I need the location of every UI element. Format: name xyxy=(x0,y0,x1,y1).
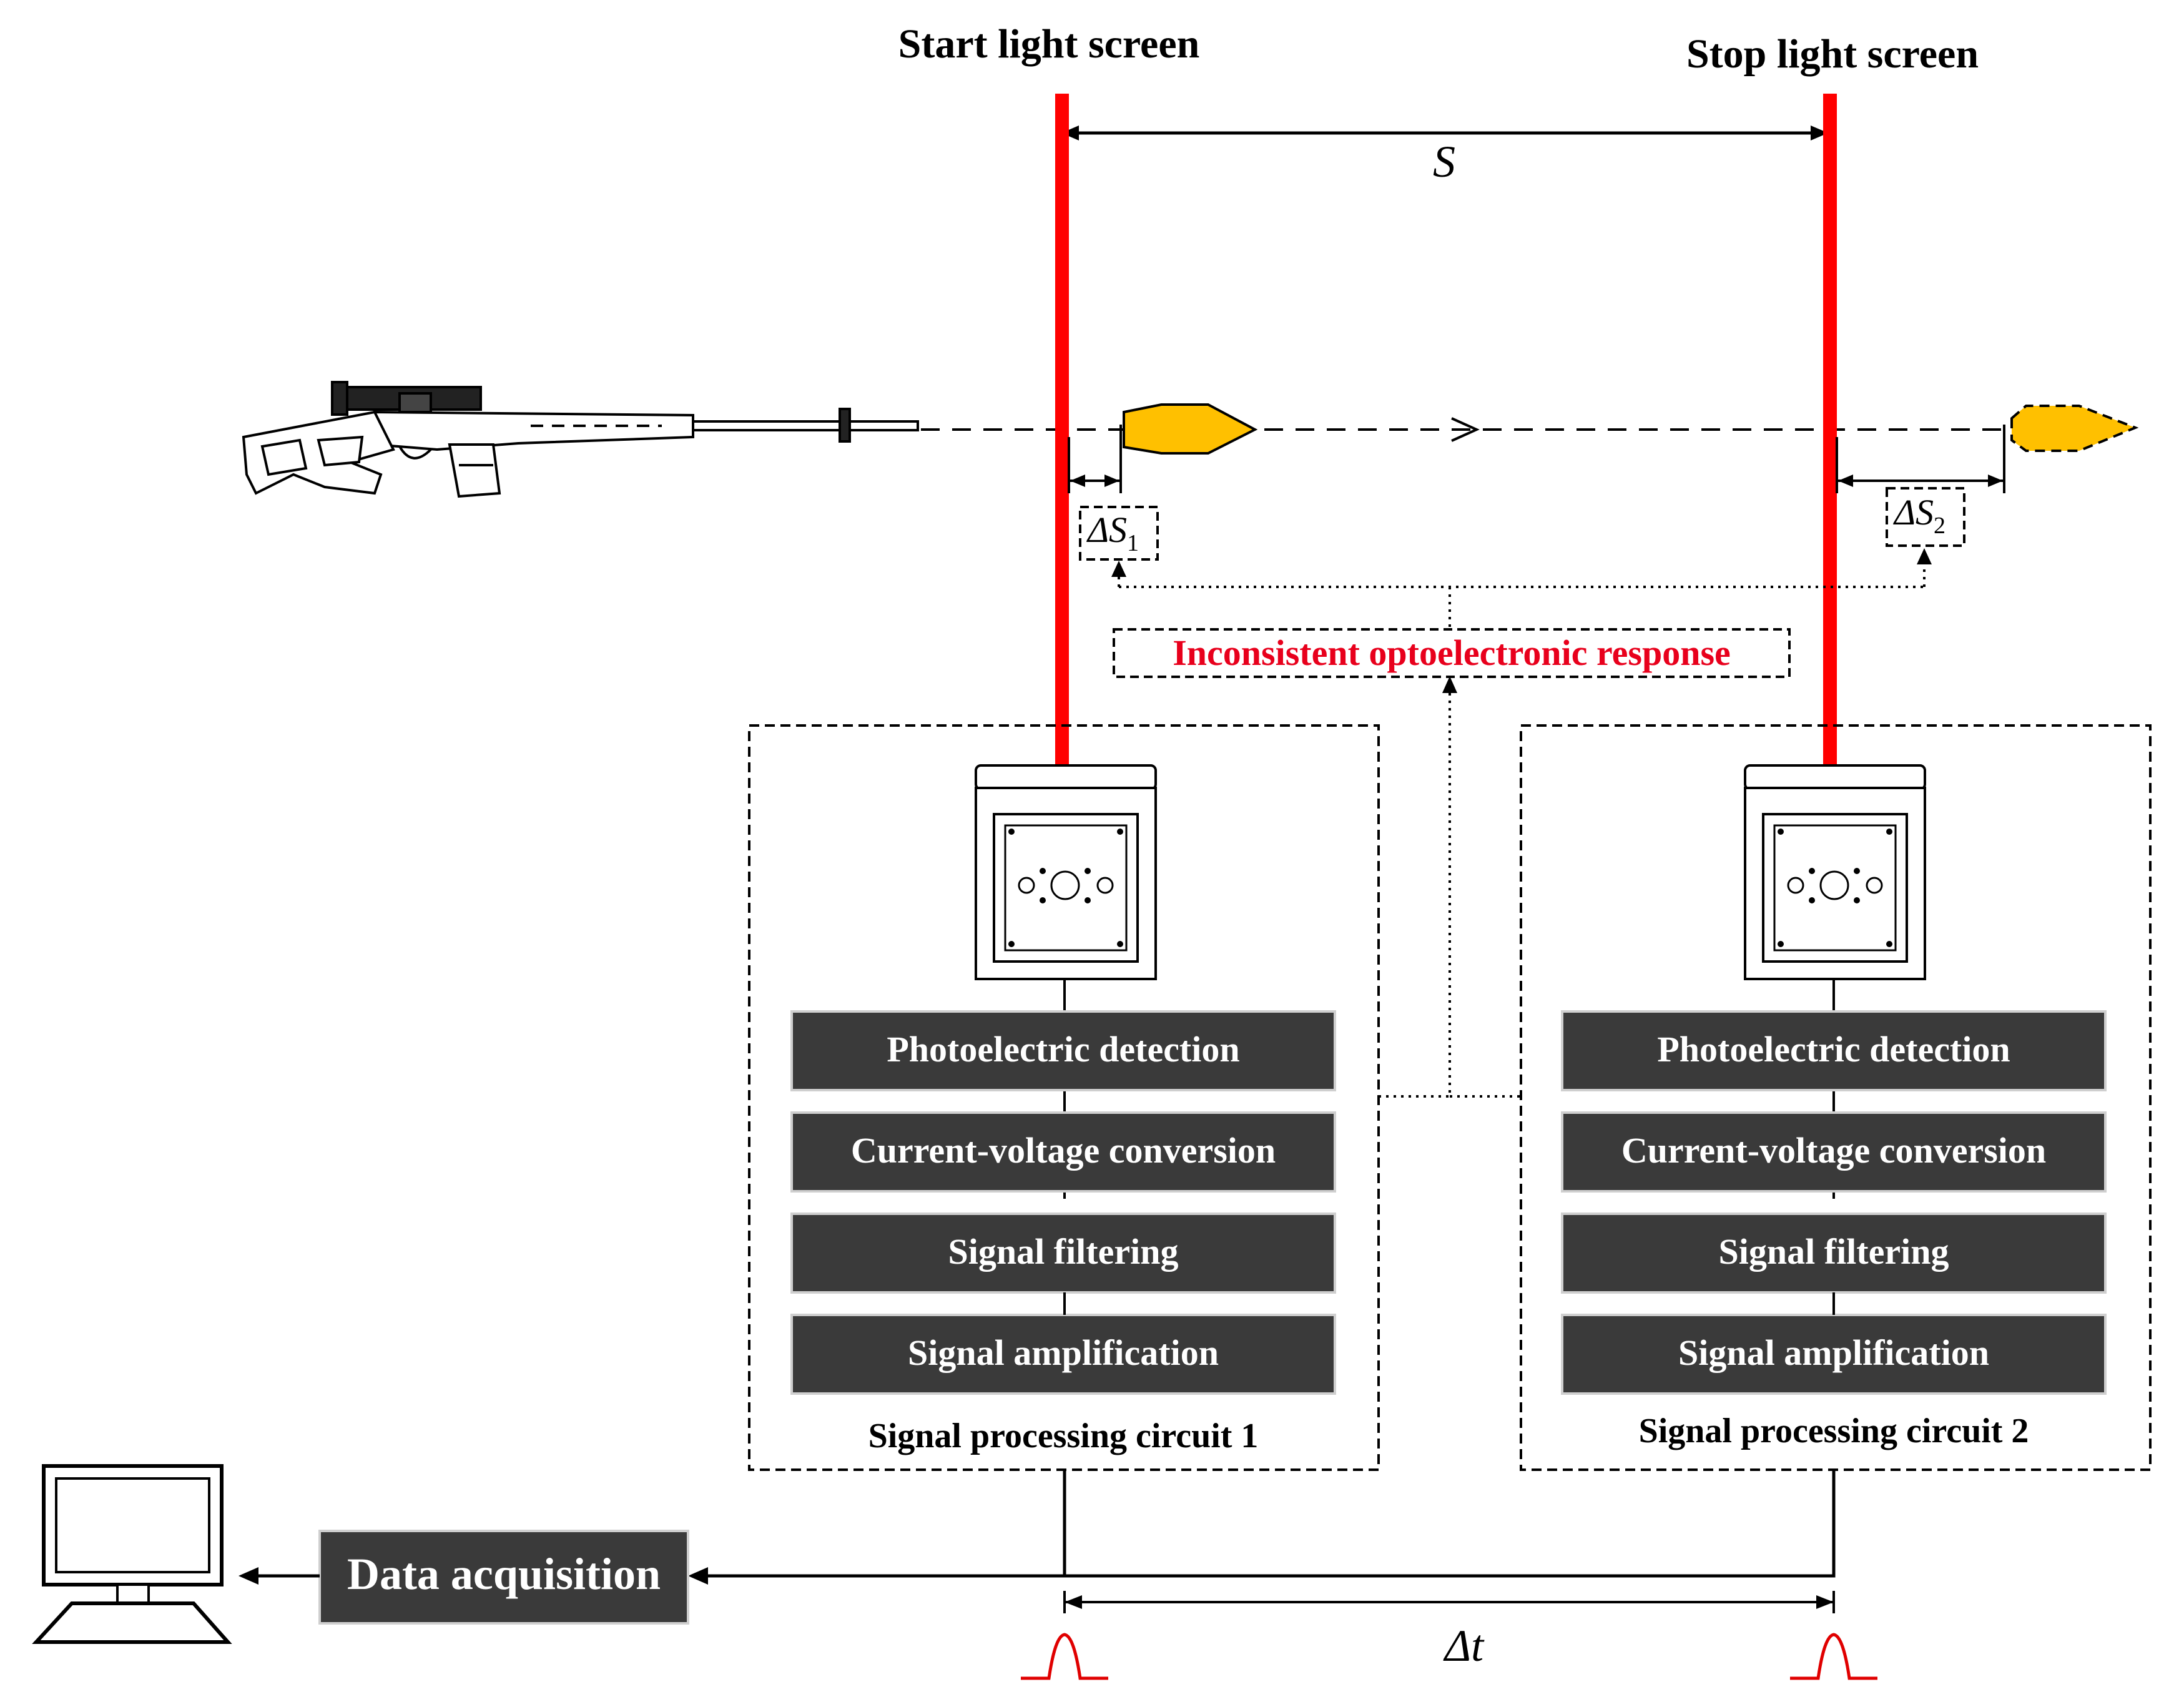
circuit-1-caption: Signal processing circuit 1 xyxy=(868,1417,1259,1455)
circuit-2-stage-filtering: Signal filtering xyxy=(1719,1231,1949,1272)
delta-s2-box xyxy=(1886,487,1965,547)
circuit-2-stage-photoelectric-detection: Photoelectric detection xyxy=(1657,1029,2010,1070)
signal-circuit-2-frame xyxy=(1520,724,2152,1471)
delta-s1-label: ΔS1 xyxy=(1086,509,1139,556)
rifle-icon xyxy=(242,381,919,498)
bullet-icon xyxy=(1123,403,1258,455)
computer-monitor-icon xyxy=(32,1464,232,1644)
pulse-signal-icon xyxy=(1790,1633,1877,1680)
circuit-2-stage-box xyxy=(1561,1010,2107,1091)
circuit-1-stage-filtering: Signal filtering xyxy=(948,1231,1179,1272)
circuit-1-stage-box xyxy=(790,1111,1336,1193)
circuit-2-stage-box xyxy=(1561,1314,2107,1395)
circuit-1-stage-amplification: Signal amplification xyxy=(908,1332,1219,1373)
circuit-2-stage-box xyxy=(1561,1111,2107,1193)
output-signal-line xyxy=(693,1470,1836,1578)
distance-label: S xyxy=(1433,137,1455,187)
circuit-2-stage-box xyxy=(1561,1213,2107,1294)
circuit-1-stage-box xyxy=(790,1010,1336,1091)
circuit-1-stage-box xyxy=(790,1314,1336,1395)
stop-light-screen-beam xyxy=(1823,94,1837,768)
trajectory-arrowhead xyxy=(1451,417,1480,442)
delta-s1-box xyxy=(1079,506,1159,561)
data-acquisition-box xyxy=(318,1530,689,1625)
pulse-signal-icon xyxy=(1021,1633,1108,1680)
circuit-2-stage-amplification: Signal amplification xyxy=(1678,1332,1989,1373)
start-screen-title: Start light screen xyxy=(898,21,1200,67)
circuit-2-stage-current-voltage: Current-voltage conversion xyxy=(1621,1130,2046,1171)
inconsistent-response-label: Inconsistent optoelectronic response xyxy=(1173,632,1731,673)
circuit-1-stages: Photoelectric detection Current-voltage … xyxy=(790,1010,1336,1395)
start-light-screen-beam xyxy=(1055,94,1069,768)
data-acquisition-label: Data acquisition xyxy=(347,1549,661,1599)
circuit-2-caption: Signal processing circuit 2 xyxy=(1639,1412,2029,1450)
bullet-exit-icon xyxy=(2010,405,2139,452)
stop-screen-title: Stop light screen xyxy=(1686,31,1979,77)
light-screen-device-icon xyxy=(1744,764,1926,980)
circuit-2-stages: Photoelectric detection Current-voltage … xyxy=(1561,1010,2107,1395)
circuit-1-stage-current-voltage: Current-voltage conversion xyxy=(851,1130,1276,1171)
inconsistent-response-box xyxy=(1113,628,1791,678)
light-screen-device-icon xyxy=(975,764,1157,980)
delta-t-label: Δt xyxy=(1443,1621,1485,1671)
delta-s2-label: ΔS2 xyxy=(1893,492,1945,539)
circuit-1-stage-photoelectric-detection: Photoelectric detection xyxy=(887,1029,1239,1070)
